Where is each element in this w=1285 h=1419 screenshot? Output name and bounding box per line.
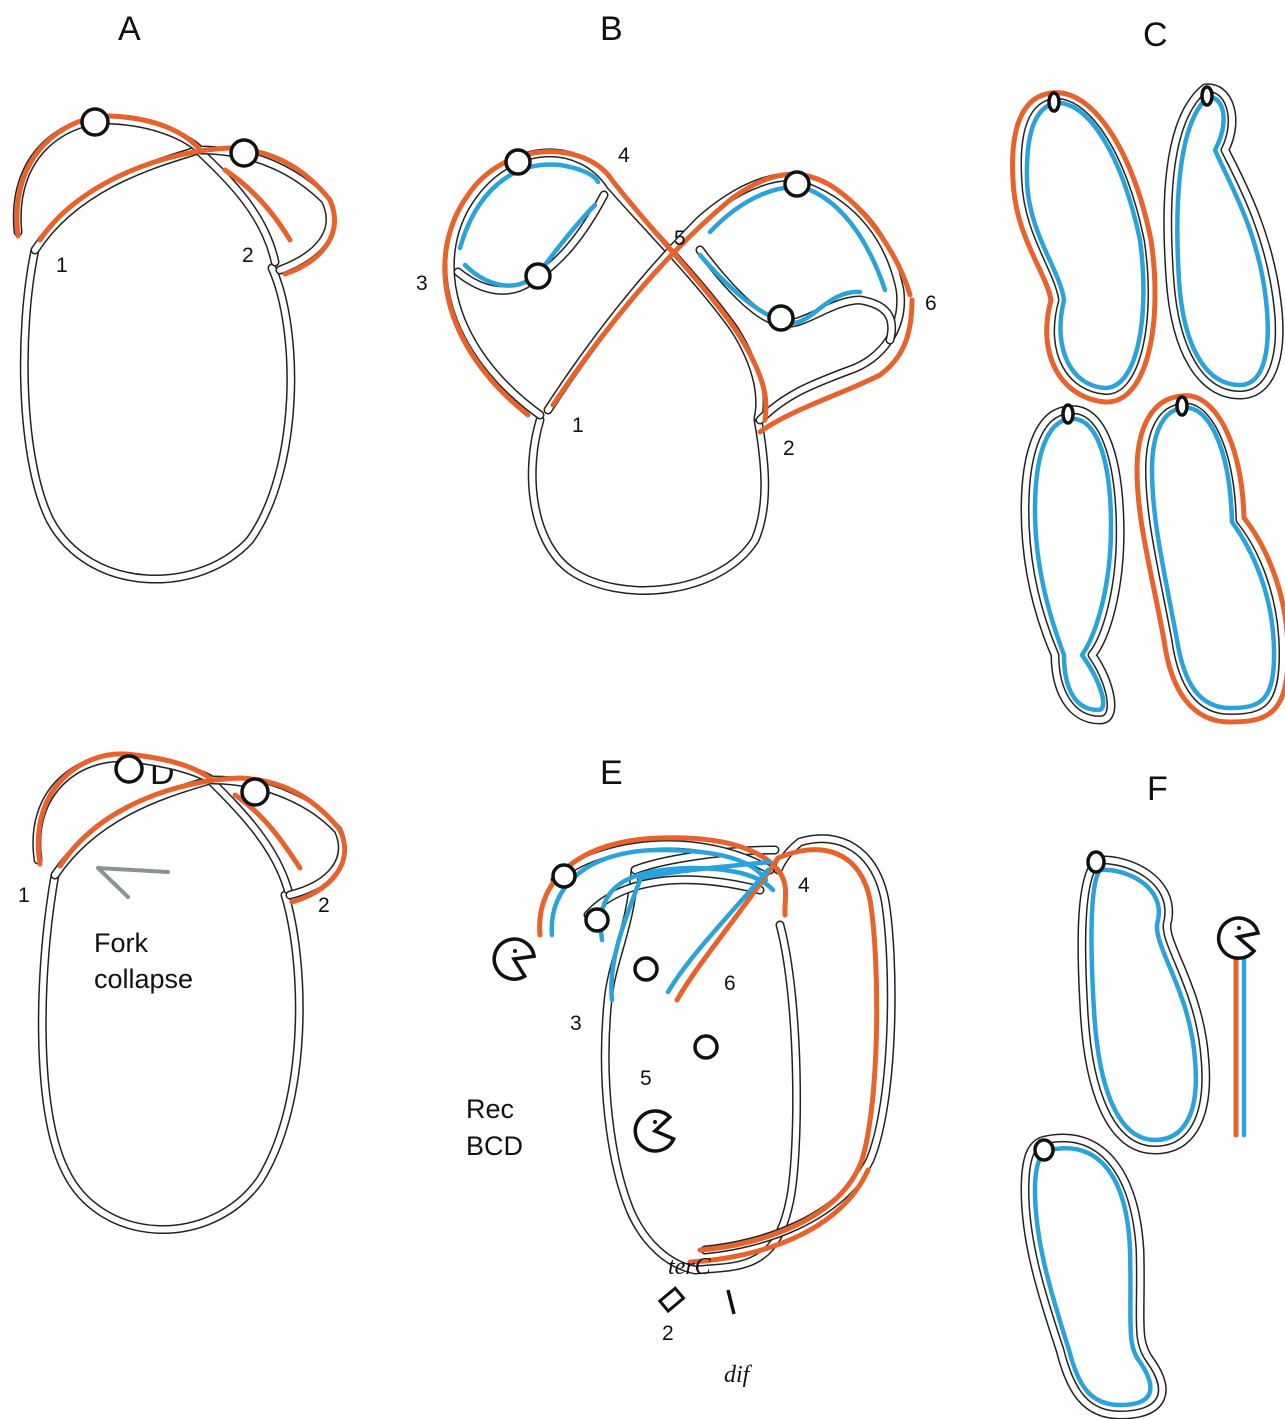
daughter-chromosome-f1 [1082, 860, 1206, 1150]
panel-e: E [466, 754, 891, 1388]
terc-site-icon [660, 1288, 684, 1311]
daughter-chromosome-c1 [1013, 93, 1155, 402]
fork-label-1: 1 [56, 254, 68, 277]
fork-label-6: 6 [925, 292, 937, 315]
panel-a-label: A [118, 10, 141, 48]
origin-circle-icon [1049, 93, 1059, 111]
recbcd-pacman-icon [488, 933, 538, 985]
panel-b: B 1 2 3 4 5 6 [416, 10, 937, 590]
panel-b-chromosome [445, 152, 912, 591]
origin-circle-icon [242, 779, 268, 805]
fork-label-2: 2 [662, 1322, 674, 1345]
origin-circle-icon [586, 909, 608, 931]
dif-site-icon [728, 1290, 734, 1314]
recbcd-label-line1: Rec [466, 1094, 514, 1124]
origin-circle-icon [231, 140, 257, 166]
panel-c: C [1013, 16, 1285, 722]
fork-collapse-arrow-icon [98, 868, 168, 897]
daughter-chromosome-f2 [1025, 1138, 1162, 1415]
daughter-chromosome-c2 [1168, 88, 1279, 395]
panel-a-chromosome [17, 116, 335, 579]
fork-collapse-caption-line2: collapse [94, 964, 193, 994]
linear-dna-fragment [1236, 950, 1244, 1135]
panel-d: D 1 2 Fork collapse [18, 754, 345, 1230]
recbcd-pacman-icon [632, 1108, 675, 1154]
origin-circle-icon [769, 306, 793, 330]
panel-c-label: C [1143, 16, 1168, 54]
origin-circle-icon [553, 865, 575, 887]
origin-circle-icon [526, 264, 550, 288]
origin-circle-icon [1063, 405, 1073, 423]
fork-label-2: 2 [783, 437, 795, 460]
panel-a: A 1 2 [17, 10, 335, 579]
origin-circle-icon [785, 172, 809, 196]
origin-circle-icon [82, 109, 108, 135]
panel-f: F [1025, 770, 1258, 1415]
fork-label-3: 3 [570, 1012, 582, 1035]
recbcd-pacman-icon [1219, 918, 1258, 958]
fork-label-4: 4 [798, 874, 810, 897]
dif-label: dif [724, 1362, 753, 1388]
origin-circle-icon [1202, 87, 1212, 105]
origin-circle-icon [116, 756, 142, 782]
daughter-chromosome-c3 [1025, 410, 1120, 720]
fork-label-4: 4 [618, 144, 630, 167]
daughter-chromosome-c4 [1137, 396, 1285, 722]
fork-label-5: 5 [674, 227, 686, 250]
fork-label-2: 2 [318, 894, 330, 917]
origin-circle-icon [506, 150, 530, 174]
panel-e-label: E [600, 754, 623, 792]
origin-circle-icon [1088, 852, 1104, 872]
fork-label-5: 5 [640, 1067, 652, 1090]
origin-circle-icon [1035, 1140, 1053, 1160]
fork-label-2: 2 [242, 244, 254, 267]
panel-b-label: B [600, 10, 623, 48]
origin-circle-icon [635, 958, 657, 980]
fork-label-6: 6 [724, 972, 736, 995]
fork-collapse-caption-line1: Fork [94, 928, 149, 958]
fork-label-1: 1 [18, 884, 30, 907]
panel-f-label: F [1147, 770, 1168, 808]
origin-circle-icon [1177, 397, 1187, 415]
origin-circle-icon [695, 1036, 717, 1058]
recbcd-label-line2: BCD [466, 1131, 523, 1161]
fork-label-3: 3 [416, 272, 428, 295]
fork-label-1: 1 [572, 414, 584, 437]
terc-label: terC [668, 1254, 712, 1280]
